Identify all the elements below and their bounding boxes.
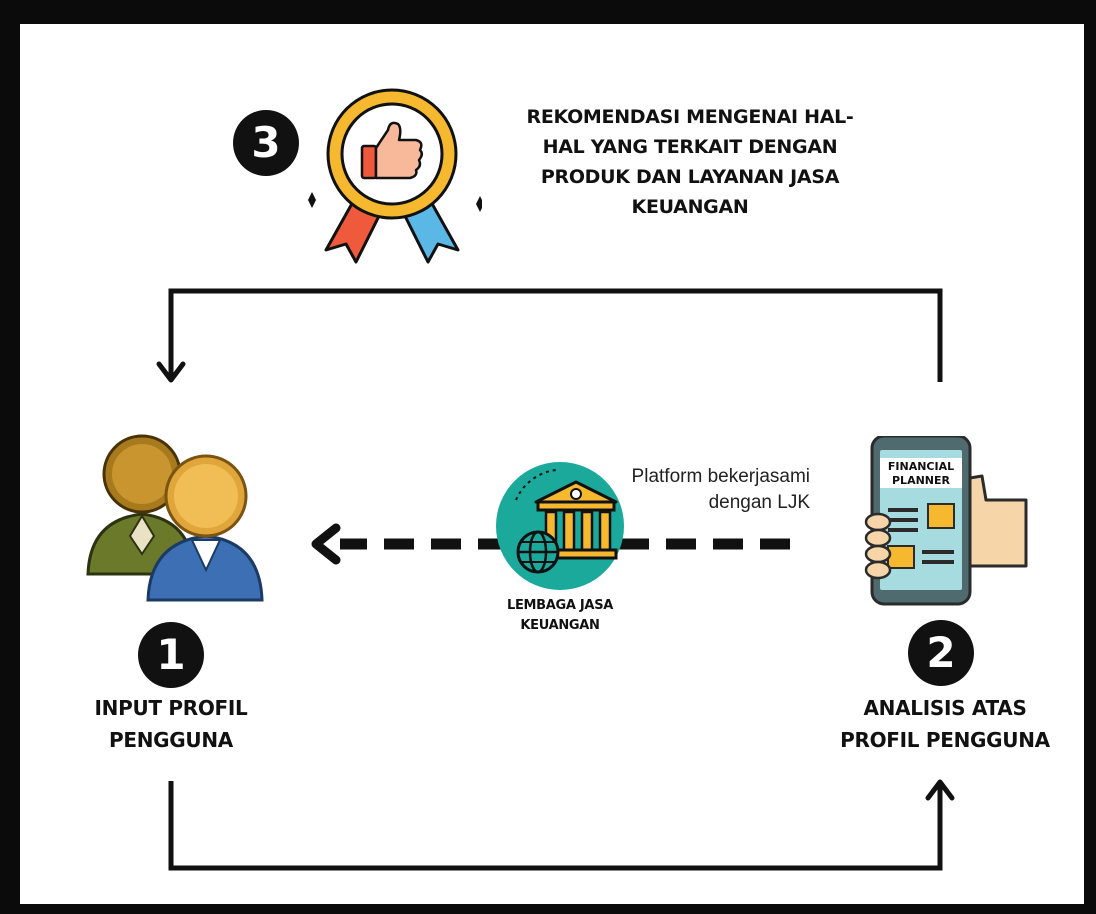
step-1-line-1: INPUT PROFIL	[94, 696, 248, 720]
step-1-badge: 1	[138, 622, 204, 688]
bottom-flow-arrow	[168, 781, 943, 871]
step-3-line-3: PRODUK DAN LAYANAN JASA	[540, 166, 840, 188]
top-return-arrow	[168, 288, 943, 382]
diagram-panel: 3 REKOMENDASI MENGENAI HAL- HAL YANG TER…	[20, 24, 1084, 904]
step-3-label: REKOMENDASI MENGENAI HAL- HAL YANG TERKA…	[490, 102, 890, 222]
step-1-label: INPUT PROFIL PENGGUNA	[56, 692, 286, 756]
step-2-line-2: PROFIL PENGGUNA	[840, 728, 1050, 752]
step-3-badge: 3	[233, 110, 299, 176]
top-return-arrowhead	[156, 361, 186, 383]
institution-label: LEMBAGA JASA KEUANGAN	[466, 596, 654, 636]
step-2-label: ANALISIS ATAS PROFIL PENGGUNA	[820, 692, 1070, 756]
step-2-badge: 2	[908, 620, 974, 686]
bank-globe-icon	[496, 462, 624, 590]
step-2-line-1: ANALISIS ATAS	[863, 696, 1027, 720]
step-1-line-2: PENGGUNA	[109, 728, 233, 752]
step-3-line-4: KEUANGAN	[631, 196, 749, 218]
flow-connectors	[156, 288, 955, 871]
institution-line-1: LEMBAGA JASA	[506, 598, 614, 613]
partner-note-line-1: Platform bekerjasami	[631, 466, 810, 487]
financial-planner-phone-icon: FINANCIAL PLANNER	[864, 436, 1028, 606]
partner-note: Platform bekerjasami dengan LJK	[580, 464, 810, 516]
step-3-line-1: REKOMENDASI MENGENAI HAL-	[526, 106, 854, 128]
phone-title-line-2: PLANNER	[892, 474, 951, 487]
phone-title-line-1: FINANCIAL	[888, 460, 954, 473]
partner-note-line-2: dengan LJK	[708, 492, 810, 513]
step-3-line-2: HAL YANG TERKAIT DENGAN	[542, 136, 838, 158]
thumbs-up-award-icon	[308, 88, 482, 264]
institution-line-2: KEUANGAN	[520, 618, 600, 633]
users-icon	[86, 434, 264, 602]
partner-dashed-arrowhead	[311, 523, 341, 565]
bottom-flow-arrowhead	[925, 779, 955, 801]
